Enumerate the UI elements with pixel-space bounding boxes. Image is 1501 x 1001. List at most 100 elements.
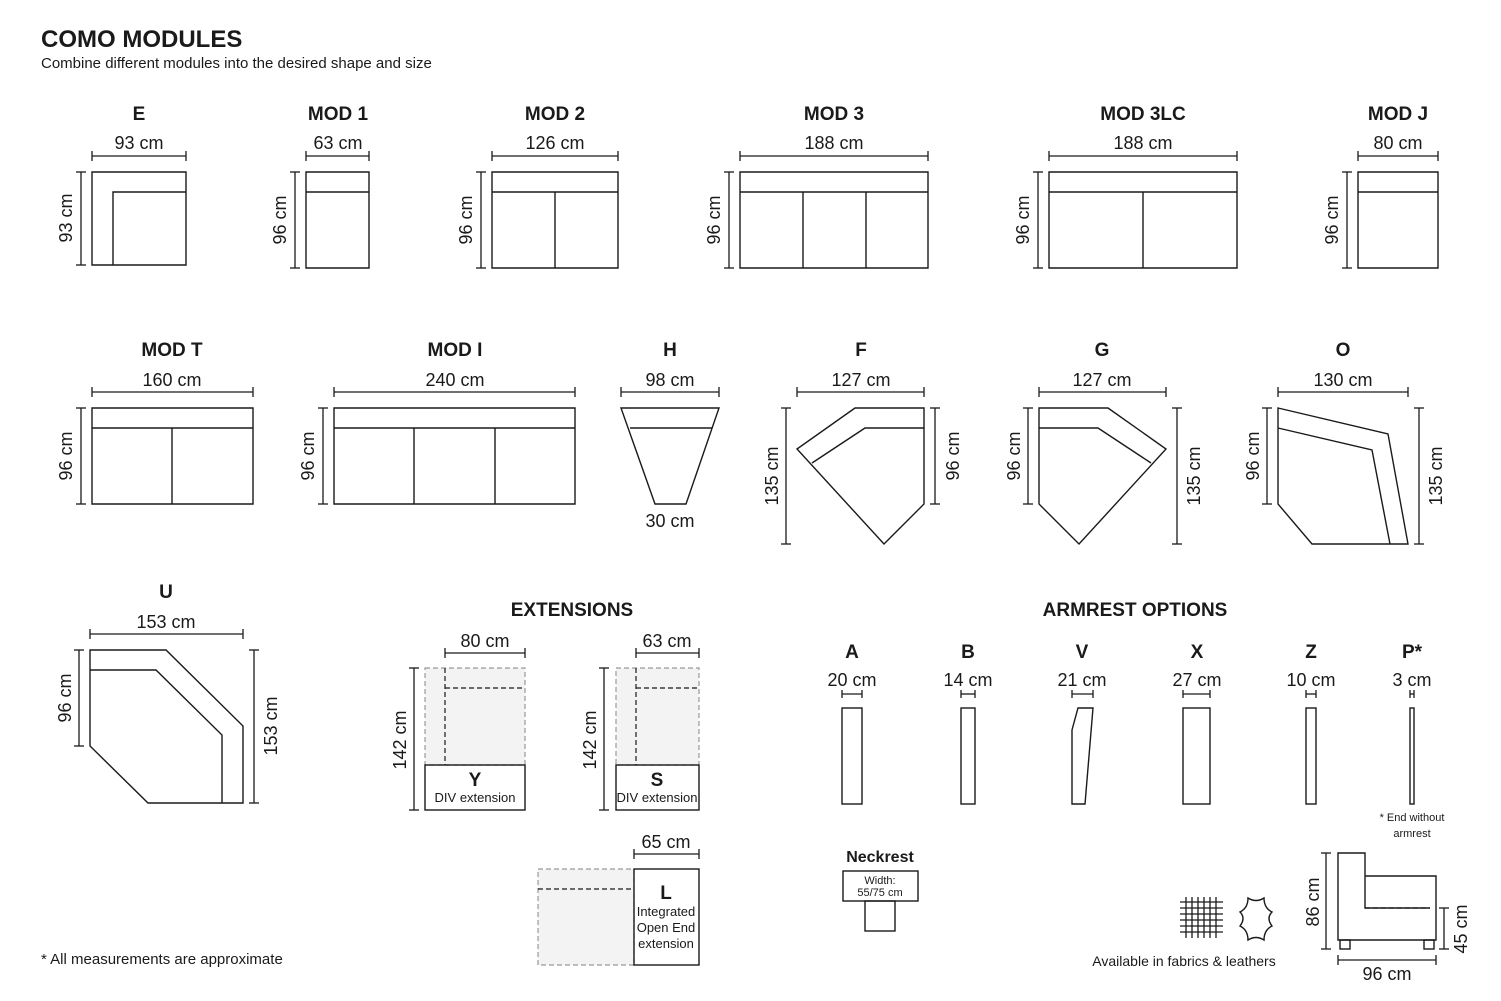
extension-base	[633, 868, 700, 966]
extension-s: 63 cm 142 cm S DIV extension	[580, 631, 700, 811]
module-name: MOD T	[141, 340, 203, 361]
width-dimension-line	[796, 387, 925, 397]
width-dimension-line	[960, 690, 976, 698]
width-label: 188 cm	[1113, 133, 1172, 153]
right-depth-label: 135 cm	[1426, 446, 1446, 505]
width-label: 98 cm	[645, 370, 694, 390]
width-dimension-line	[91, 151, 187, 161]
depth-label: 142 cm	[580, 710, 600, 769]
extension-desc-line: Open End	[637, 920, 696, 935]
armrest-width: 20 cm	[827, 670, 876, 690]
module-outline	[620, 407, 720, 505]
left-depth-label: 96 cm	[55, 673, 75, 722]
width-dimension-line	[620, 387, 720, 397]
extension-base	[424, 764, 526, 811]
armrest-letter: X	[1191, 642, 1204, 663]
left-dimension-line	[1023, 407, 1033, 505]
depth-dimension-line	[1033, 171, 1043, 269]
width-label: 153 cm	[136, 612, 195, 632]
width-label: 126 cm	[525, 133, 584, 153]
depth-dimension-line	[76, 407, 86, 505]
module-name: MOD I	[428, 340, 483, 361]
width-dimension-line	[841, 690, 863, 698]
extension-y: 80 cm 142 cm Y DIV extension	[390, 631, 526, 811]
extension-inner-lines	[635, 668, 699, 765]
module-mod-j: MOD J 80 cm 96 cm	[1322, 104, 1439, 269]
armrest-b: B 14 cm	[943, 642, 993, 805]
extension-l: 65 cm L Integrated Open End extension	[537, 832, 700, 966]
module-outline	[1277, 407, 1409, 545]
extension-letter: S	[651, 770, 664, 791]
width-dimension-line	[333, 387, 576, 397]
height-dimension-line	[1321, 852, 1331, 950]
height-label: 86 cm	[1303, 877, 1323, 926]
width-label: 80 cm	[460, 631, 509, 651]
armrest-shape	[1409, 707, 1415, 805]
left-dimension-line	[74, 649, 84, 747]
width-dimension-line	[1277, 387, 1409, 397]
armrest-width: 14 cm	[943, 670, 992, 690]
profile-leg	[1423, 939, 1435, 950]
depth-dimension-line	[409, 667, 419, 811]
module-g: G 127 cm 96 cm 135 cm	[1004, 340, 1204, 546]
module-mod-3: MOD 3 188 cm 96 cm	[704, 104, 929, 269]
armrest-width: 27 cm	[1172, 670, 1221, 690]
left-depth-label: 96 cm	[1004, 431, 1024, 480]
depth-dimension-line	[318, 407, 328, 505]
module-name: MOD 1	[308, 104, 369, 125]
module-mod-2: MOD 2 126 cm 96 cm	[456, 104, 619, 269]
seat-height-label: 45 cm	[1451, 904, 1471, 953]
module-name: H	[663, 340, 677, 361]
left-dimension-line	[781, 407, 791, 545]
depth-label: 142 cm	[390, 710, 410, 769]
width-dimension-line	[305, 151, 370, 161]
module-outline	[305, 171, 370, 269]
depth-dimension-line	[290, 171, 300, 269]
width-dimension-line	[91, 387, 254, 397]
depth-label: 96 cm	[298, 431, 318, 480]
armrest-note-line: armrest	[1393, 828, 1430, 840]
armrest-width: 3 cm	[1392, 670, 1431, 690]
armrest-shape	[1071, 707, 1094, 805]
module-name: MOD J	[1368, 104, 1428, 125]
width-label: 127 cm	[1072, 370, 1131, 390]
width-dimension-line	[635, 648, 700, 658]
armrest-note-line: * End without	[1380, 812, 1445, 824]
neckrest-line: Width:	[864, 875, 895, 887]
armrest-letter: V	[1076, 642, 1089, 663]
depth-label: 96 cm	[456, 195, 476, 244]
depth-label: 96 cm	[56, 431, 76, 480]
materials: Available in fabrics & leathers	[1092, 896, 1276, 969]
width-label: 160 cm	[142, 370, 201, 390]
width-label: 130 cm	[1313, 370, 1372, 390]
fabric-swatch-icon	[1180, 897, 1223, 938]
module-mod-t: MOD T 160 cm 96 cm	[56, 340, 254, 505]
width-dimension-line	[1357, 151, 1439, 161]
armrest-letter: Z	[1305, 642, 1317, 663]
extension-footprint	[615, 667, 700, 766]
module-name: E	[133, 104, 146, 125]
module-outline	[795, 407, 925, 546]
extension-footprint	[424, 667, 526, 766]
page-subtitle: Combine different modules into the desir…	[41, 55, 432, 72]
module-name: MOD 2	[525, 104, 585, 125]
right-depth-label: 135 cm	[1184, 446, 1204, 505]
armrest-letter: B	[961, 642, 975, 663]
armrest-shape	[1182, 707, 1211, 805]
module-mod-1: MOD 1 63 cm 96 cm	[270, 104, 370, 269]
leather-hide-icon	[1238, 896, 1274, 942]
extension-desc-line: Integrated	[637, 904, 696, 919]
right-dimension-line	[1172, 407, 1182, 545]
width-label: 93 cm	[114, 133, 163, 153]
module-outline	[91, 407, 254, 505]
right-depth-label: 153 cm	[261, 696, 281, 755]
right-dimension-line	[1414, 407, 1424, 545]
armrest-shape	[960, 707, 976, 805]
depth-dimension-line	[476, 171, 486, 269]
module-outline	[91, 171, 187, 266]
width-label: 65 cm	[641, 832, 690, 852]
bottom-width-label: 30 cm	[645, 511, 694, 531]
width-label: 127 cm	[831, 370, 890, 390]
right-dimension-line	[249, 649, 259, 804]
extension-letter: Y	[469, 770, 482, 791]
